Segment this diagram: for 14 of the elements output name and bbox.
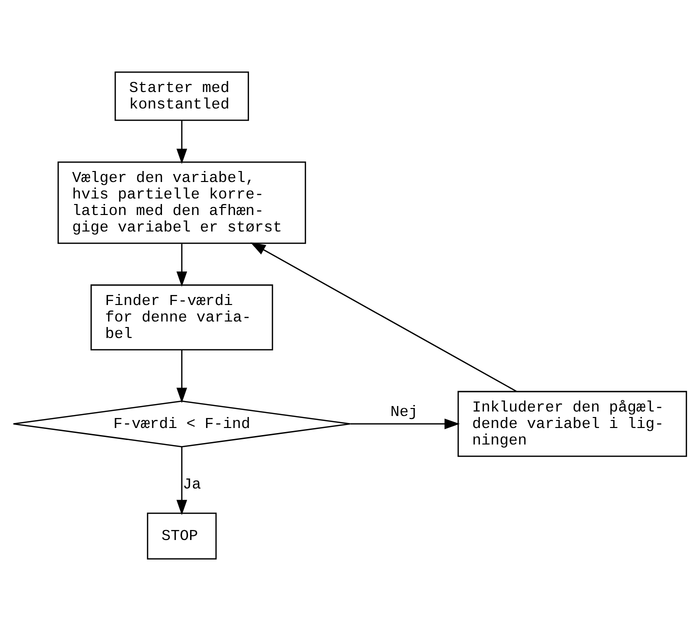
edge-label: Nej — [390, 402, 418, 420]
arrow — [176, 446, 188, 515]
arrow — [250, 242, 517, 392]
node-box: Vælger den variabel, hvis partielle korre- lation med den afhæn- gige variabel er størst — [58, 160, 306, 244]
edge-label: Ja — [182, 475, 202, 494]
arrow — [176, 120, 188, 164]
node-box: Finder F-værdi for denne varia- bel — [90, 284, 274, 350]
arrow — [176, 243, 188, 286]
arrow — [350, 418, 460, 429]
node-diamond: F-værdi < F-ind — [12, 400, 351, 447]
node-box: Starter med konstantled — [114, 70, 249, 120]
arrow — [176, 349, 188, 402]
node-box: STOP — [146, 512, 217, 560]
node-box: Inkluderer den pågæl- dende variabel i lig- ningen — [458, 390, 688, 456]
